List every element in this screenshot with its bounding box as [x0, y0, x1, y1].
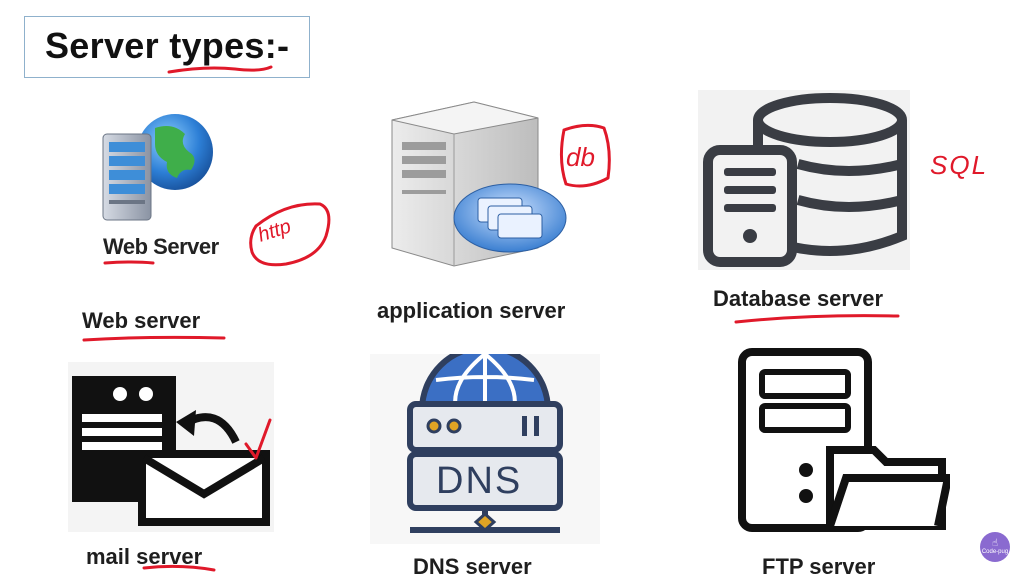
web-server-icon: [102, 114, 213, 221]
slide-title: Server types:-: [45, 25, 290, 66]
web-server-caption-underline: [103, 260, 155, 265]
channel-badge: ☝ Code-pug: [980, 532, 1010, 562]
database-server-label: Database server: [713, 286, 884, 311]
title-box: Server types:-: [24, 16, 310, 78]
application-server-label: application server: [377, 298, 566, 323]
dns-server-label: DNS server: [413, 554, 532, 579]
application-server-icon: [391, 101, 567, 267]
dns-server-icon: [370, 354, 600, 544]
title-underline: [167, 65, 273, 74]
mail-server-icon: [68, 362, 274, 532]
web-server-label: Web server: [82, 308, 201, 333]
mail-check-mark: [244, 418, 272, 460]
db-note-text: db: [566, 142, 595, 172]
hand-icon: ☝: [991, 537, 999, 549]
web-server-underline: [82, 335, 226, 342]
database-server-icon: [698, 90, 910, 270]
mail-server-underline: [142, 564, 216, 572]
ftp-server-icon: [738, 348, 950, 532]
db-note: [559, 123, 611, 188]
database-server-underline: [734, 314, 900, 324]
web-server-icon-caption: Web Server: [103, 234, 219, 259]
ftp-server-label: FTP server: [762, 554, 876, 579]
dns-icon-caption: DNS: [436, 460, 523, 502]
badge-text: Code-pug: [981, 548, 1009, 555]
http-note: [249, 202, 331, 267]
sql-note-text: SQL: [930, 150, 989, 180]
mail-server-label: mail server: [86, 544, 203, 569]
